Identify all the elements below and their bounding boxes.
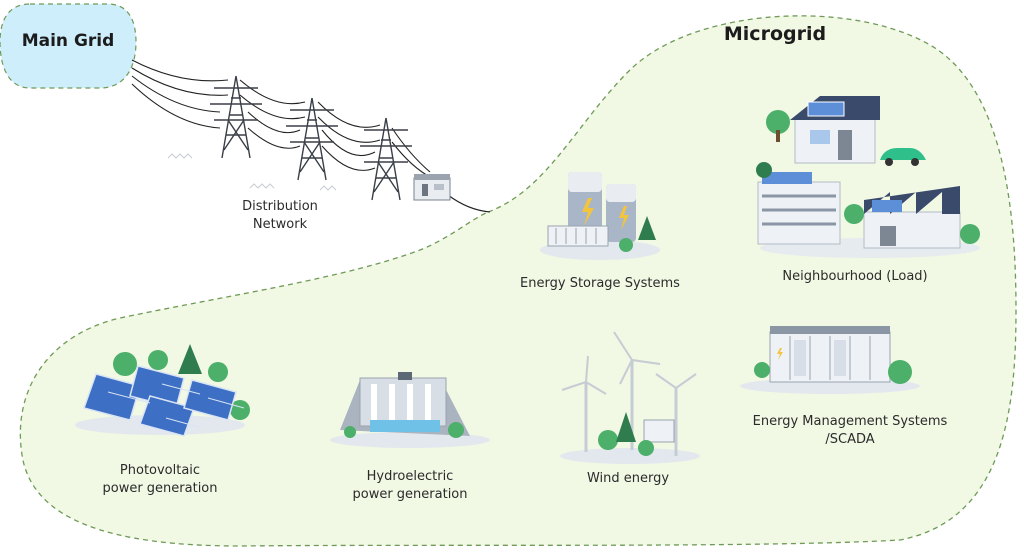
pylon-1 <box>210 75 262 159</box>
hydro-line-1: Hydroelectric <box>366 469 454 484</box>
distribution-line-1: Distribution <box>242 199 318 214</box>
main-grid-title: Main Grid <box>21 31 115 51</box>
grass-tufts <box>167 153 337 191</box>
microgrid-region <box>19 15 1017 547</box>
neighbourhood-icon <box>756 96 980 258</box>
pv-label: Photovoltaic power generation <box>85 462 235 498</box>
ems-line-1: Energy Management Systems <box>752 414 948 429</box>
substation-icon <box>413 174 451 201</box>
hydro-dam-icon <box>330 372 490 448</box>
main-grid-bubble <box>0 3 137 89</box>
hydro-label: Hydroelectric power generation <box>335 468 485 504</box>
hydro-line-2: power generation <box>352 487 468 502</box>
pv-line-2: power generation <box>102 481 218 496</box>
wind-turbines-icon <box>560 331 700 464</box>
pylon-3 <box>360 117 412 201</box>
distribution-line-2: Network <box>252 217 308 232</box>
pv-line-1: Photovoltaic <box>119 463 201 478</box>
energy-storage-label: Energy Storage Systems <box>520 276 680 291</box>
ems-line-2: /SCADA <box>825 432 875 447</box>
ems-scada-label: Energy Management Systems /SCADA <box>735 413 965 449</box>
ems-scada-icon <box>740 326 920 394</box>
pv-farm-icon <box>75 344 250 437</box>
pylon-2 <box>286 97 338 181</box>
microgrid-title: Microgrid <box>723 23 827 45</box>
wind-energy-label: Wind energy <box>586 471 670 486</box>
distribution-network-label: Distribution Network <box>220 198 340 234</box>
energy-storage-icon <box>540 172 660 260</box>
neighbourhood-label: Neighbourhood (Load) <box>782 269 928 284</box>
